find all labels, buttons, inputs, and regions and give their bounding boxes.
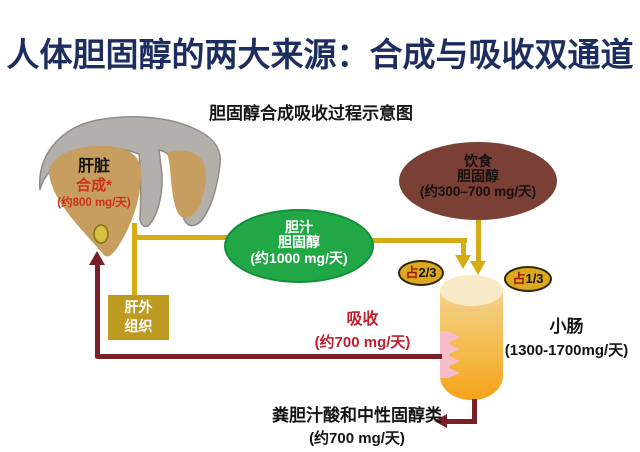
connector-diet-to-intestine: [476, 219, 481, 263]
share-bile-fraction: 2/3: [418, 265, 437, 280]
share-badge-two-thirds: 占2/3: [398, 260, 444, 286]
feces-name: 粪胆汁酸和中性固醇类: [272, 406, 442, 425]
connector-bile-to-intestine: [371, 238, 467, 243]
liver-synthesis-amount: (约800 mg/天): [57, 197, 131, 210]
connector-liver-to-tissue: [132, 223, 137, 297]
intestine-cylinder-top: [440, 275, 503, 306]
extrahepatic-line1: 肝外: [124, 299, 153, 315]
page-title: 人体胆固醇的两大来源：合成与吸收双通道: [6, 36, 634, 73]
bile-line1: 胆汁: [285, 219, 313, 235]
liver-icon: [38, 116, 221, 257]
arrow-down-bile-icon: [455, 255, 471, 269]
arrow-down-diet-icon: [470, 261, 486, 275]
intestine-label-block: 小肠 (1300-1700mg/天): [504, 312, 629, 360]
villus-icon: [447, 355, 460, 367]
diet-line2: 胆固醇: [457, 168, 499, 184]
connector-bile-down-segment: [461, 240, 466, 257]
bile-amount: (约1000 mg/天): [250, 250, 348, 266]
excretion-line-vertical: [472, 399, 477, 424]
gallbladder-icon: [93, 224, 109, 244]
extrahepatic-tissue-box: 肝外 组织: [108, 295, 169, 340]
extrahepatic-line2: 组织: [124, 318, 153, 334]
arrow-up-to-liver-icon: [89, 251, 105, 265]
return-line-horizontal: [95, 354, 442, 359]
villus-icon: [447, 367, 460, 379]
diagram-subtitle: 胆固醇合成吸收过程示意图: [209, 104, 413, 123]
liver-right-lobe-shape: [167, 150, 206, 218]
intestine-name: 小肠: [549, 317, 584, 336]
diet-line1: 饮食: [464, 153, 492, 169]
feces-amount: (约700 mg/天): [309, 430, 405, 447]
intestine-amount: (1300-1700mg/天): [504, 342, 629, 359]
share-diet-prefix: 占: [512, 271, 526, 286]
bile-line2: 胆固醇: [278, 234, 320, 250]
liver-name: 肝脏: [77, 158, 110, 175]
share-badge-one-third: 占1/3: [504, 266, 552, 292]
diet-amount: (约300–700 mg/天): [419, 184, 537, 199]
diet-cholesterol-node: 饮食 胆固醇 (约300–700 mg/天): [399, 142, 557, 220]
liver-left-lobe-shape: [49, 145, 142, 257]
share-diet-fraction: 1/3: [525, 271, 544, 286]
absorption-name: 吸收: [346, 311, 379, 328]
share-bile-prefix: 占: [405, 265, 419, 280]
villus-icon: [447, 331, 460, 343]
return-line-vertical: [95, 263, 100, 358]
absorption-label-block: 吸收 (约700 mg/天): [295, 305, 430, 352]
liver-synthesis-label: 合成*: [76, 176, 112, 194]
liver-label-block: 肝脏 合成* (约800 mg/天): [48, 158, 140, 210]
villus-icon: [447, 343, 460, 355]
villi-icon: [440, 331, 449, 378]
feces-label-block: 粪胆汁酸和中性固醇类 (约700 mg/天): [241, 401, 473, 448]
excretion-line-horizontal: [446, 419, 477, 424]
connector-liver-to-bile: [132, 235, 227, 240]
arrow-left-excretion-icon: [434, 414, 447, 428]
absorption-amount: (约700 mg/天): [314, 334, 411, 351]
bile-cholesterol-node: 胆汁 胆固醇 (约1000 mg/天): [224, 209, 374, 283]
